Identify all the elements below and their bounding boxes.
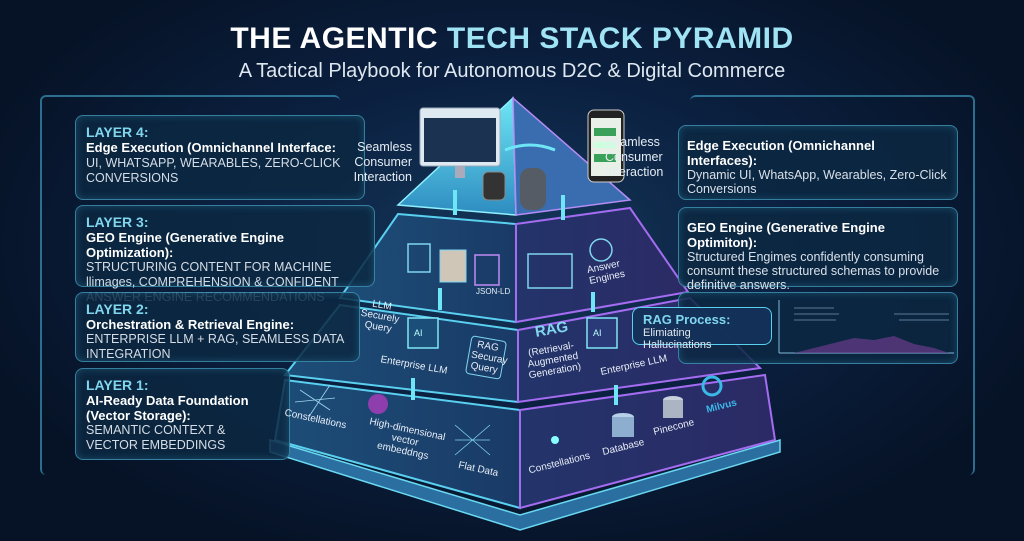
- json-ld-label: JSON-LD: [476, 287, 511, 296]
- layer-heading: Orchestration & Retrieval Engine:: [86, 317, 295, 332]
- smartwatch-icon: [482, 171, 506, 201]
- seamless-interaction-right: Seamless Consumer Interaction: [605, 135, 664, 179]
- layer-body: SEMANTIC CONTEXT & VECTOR EMBEDDINGS: [86, 423, 226, 452]
- layer-heading: GEO Engine (Generative Engine Optimizati…: [86, 230, 284, 260]
- mini-chart: [778, 300, 954, 354]
- layer-body: UI, WHATSAPP, WEARABLES, ZERO-CLICK CONV…: [86, 156, 341, 185]
- seamless-interaction-left: Seamless Consumer Interaction: [353, 140, 412, 184]
- layer-label: LAYER 3:: [86, 214, 149, 230]
- product-jacket-icon: [439, 249, 467, 283]
- rag-query-label: RAG Securay Query: [464, 335, 508, 380]
- panel-body: Structured Engimes confidently consuming…: [687, 250, 940, 292]
- rag-process-callout: RAG Process: Elimiating Hallucinations: [632, 307, 772, 351]
- title-part2: TECH STACK PYRAMID: [446, 22, 794, 55]
- layer-heading: Edge Execution (Omnichannel Interface:: [86, 140, 336, 155]
- panel-heading: Edge Execution (Omnichannel Interfaces):: [687, 138, 875, 168]
- llm-query-label: LLM Securely Query: [359, 298, 401, 336]
- ai-chip-icon: [586, 317, 618, 349]
- layer-label: LAYER 1:: [86, 377, 149, 393]
- right-geo-panel: GEO Engine (Generative Engine Optimiton)…: [678, 207, 958, 292]
- smart-speaker-icon: [520, 168, 546, 210]
- title-part1: THE AGENTIC: [230, 22, 447, 55]
- layer-label: LAYER 4:: [86, 124, 149, 140]
- panel-body: Dynamic UI, WhatsApp, Wearables, Zero-Cl…: [687, 168, 947, 196]
- layer-label: LAYER 2:: [86, 301, 149, 317]
- ai-chip-label-right: AI: [593, 328, 602, 338]
- callout-title: RAG Process:: [643, 312, 731, 327]
- layer3-panel: LAYER 3: GEO Engine (Generative Engine O…: [75, 205, 375, 304]
- image-file-icon: [407, 243, 431, 273]
- page-subtitle: A Tactical Playbook for Autonomous D2C &…: [238, 60, 786, 82]
- ai-chip-label-left: AI: [414, 328, 423, 338]
- layer1-panel: LAYER 1: AI-Ready Data Foundation (Vecto…: [75, 368, 290, 460]
- callout-body: Elimiating Hallucinations: [643, 327, 712, 351]
- page-title: THE AGENTIC TECH STACK PYRAMID: [0, 22, 1024, 56]
- layer-body: ENTERPRISE LLM + RAG, SEAMLESS DATA INTE…: [86, 332, 344, 361]
- left-frame: [40, 95, 340, 475]
- layer2-panel: LAYER 2: Orchestration & Retrieval Engin…: [75, 292, 360, 362]
- right-frame: [690, 95, 975, 475]
- right-rag-panel: [678, 292, 958, 364]
- layer4-panel: LAYER 4: Edge Execution (Omnichannel Int…: [75, 115, 365, 200]
- answer-engine-icon: [589, 238, 613, 262]
- constellation-icon: [294, 384, 336, 416]
- schema-document-icon: [527, 253, 573, 289]
- milvus-logo-icon: [701, 375, 723, 397]
- layer-heading: AI-Ready Data Foundation (Vector Storage…: [86, 393, 249, 423]
- constellation-icon: [551, 436, 559, 444]
- json-ld-file-icon: [474, 254, 500, 286]
- vector-embedding-icon: [368, 394, 388, 414]
- ai-chip-icon: [407, 317, 439, 349]
- flat-data-network-icon: [454, 424, 491, 456]
- right-edge-panel: Edge Execution (Omnichannel Interfaces):…: [678, 125, 958, 200]
- tier1-right: [519, 373, 777, 510]
- bidirectional-arrow-icon: [504, 143, 556, 152]
- panel-heading: GEO Engine (Generative Engine Optimiton)…: [687, 220, 885, 250]
- up-arrow-icon: [411, 190, 618, 405]
